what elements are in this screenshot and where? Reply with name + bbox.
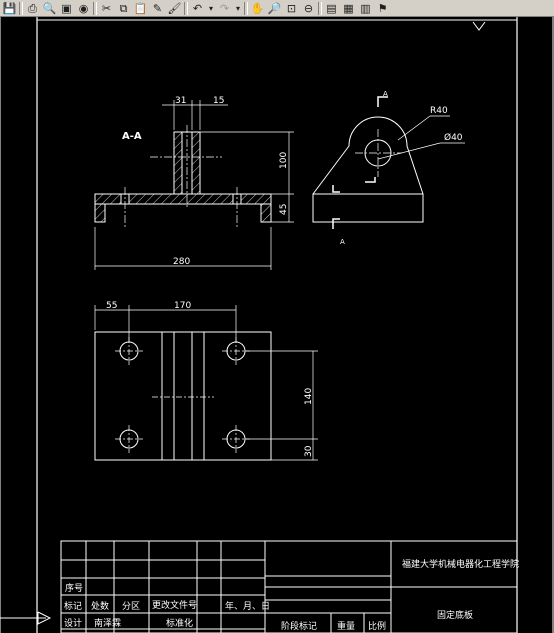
dim-31: 31: [175, 96, 186, 106]
dim-280: 280: [173, 257, 190, 267]
zoom-window-icon[interactable]: ⊡: [286, 1, 297, 15]
print-icon[interactable]: ⎙: [28, 1, 37, 15]
drawing-canvas[interactable]: A-A: [0, 17, 554, 633]
publish-icon[interactable]: ◉: [78, 1, 89, 15]
hdr-docno: 更改文件号: [152, 599, 197, 611]
top-centerlines: [115, 337, 250, 453]
toolbar-separator: [184, 1, 188, 15]
top-view: 55 170 140 30: [94, 301, 318, 461]
tool-palettes-icon[interactable]: ▥: [360, 1, 371, 15]
section-dimensions: [94, 100, 294, 270]
section-base: [94, 193, 272, 223]
toolbar-separator: [318, 1, 322, 15]
properties-icon[interactable]: ▤: [326, 1, 337, 15]
hdr-standard: 标准化: [166, 617, 193, 629]
zoom-realtime-icon[interactable]: 🔎: [267, 1, 282, 15]
hdr-stage: 阶段标记: [281, 620, 317, 632]
hdr-count: 处数: [91, 600, 109, 612]
section-centerlines: [124, 125, 238, 227]
drawing-frame: [0, 17, 554, 633]
save-icon[interactable]: 💾: [2, 1, 17, 15]
pencil-icon[interactable]: ✎: [152, 1, 163, 15]
section-markers: [332, 96, 388, 229]
dim-100: 100: [279, 152, 289, 169]
copy-icon[interactable]: ⧉: [119, 1, 128, 15]
top-outline: [94, 331, 272, 461]
hdr-date: 年、月、日: [225, 600, 270, 612]
hdr-zone: 分区: [122, 601, 140, 612]
part-name: 固定底板: [437, 609, 473, 621]
hdr-weight: 重量: [337, 620, 355, 632]
toolbar-separator: [19, 1, 23, 15]
print-preview-icon[interactable]: 🔍: [42, 1, 57, 15]
row-seq: 序号: [65, 582, 83, 594]
top-dimensions: [94, 305, 318, 461]
hdr-scale: 比例: [368, 620, 386, 632]
markup-icon[interactable]: ⚑: [377, 1, 388, 15]
undo-dropdown-icon[interactable]: ▾: [208, 3, 213, 13]
design-center-icon[interactable]: ▦: [343, 1, 354, 15]
side-view: A A R40 Ø40: [312, 90, 465, 246]
standard-toolbar: 💾 ⎙ 🔍 ▣ ◉ ✂ ⧉ 📋 ✎ 🖌 ↶ ▾ ↷ ▾ ✋ 🔎 ⊡ ⊖ ▤ ▦ …: [0, 0, 554, 17]
title-block: 福建大学机械电器化工程学院 固定底板 序号 标记 处数 分区 更改文件号 年、月…: [60, 540, 519, 633]
dim-15: 15: [213, 96, 224, 106]
match-properties-icon[interactable]: 🖌: [167, 1, 182, 15]
hole-label: Ø40: [444, 132, 463, 143]
section-ribs: [173, 131, 201, 195]
dim-170: 170: [174, 301, 191, 311]
dim-30: 30: [304, 445, 314, 457]
side-centerlines: [355, 129, 402, 177]
dim-140: 140: [304, 388, 314, 405]
school-name: 福建大学机械电器化工程学院: [402, 558, 519, 570]
redo-icon[interactable]: ↷: [219, 1, 230, 15]
dim-55: 55: [106, 301, 117, 311]
plot-icon[interactable]: ▣: [61, 1, 72, 15]
toolbar-separator: [244, 1, 248, 15]
hdr-review: 南泽霖: [94, 617, 121, 629]
pan-icon[interactable]: ✋: [250, 1, 265, 15]
section-label: A-A: [122, 131, 142, 142]
row-design: 设计: [64, 617, 82, 629]
section-marker-top: A: [383, 90, 388, 98]
ucs-arrow-icon: [0, 611, 52, 625]
zoom-previous-icon[interactable]: ⊖: [303, 1, 314, 15]
paste-icon[interactable]: 📋: [133, 1, 148, 15]
redo-dropdown-icon[interactable]: ▾: [235, 3, 240, 13]
dim-45: 45: [279, 204, 289, 215]
cut-icon[interactable]: ✂: [101, 1, 112, 15]
undo-icon[interactable]: ↶: [192, 1, 203, 15]
section-marker-bottom: A: [340, 238, 345, 246]
side-leaders: [377, 115, 465, 160]
hdr-mark: 标记: [64, 600, 82, 612]
title-block-grid: [60, 540, 518, 633]
side-outline: [312, 116, 424, 223]
section-view: A-A: [94, 96, 294, 270]
radius-label: R40: [430, 106, 448, 116]
toolbar-separator: [93, 1, 97, 15]
